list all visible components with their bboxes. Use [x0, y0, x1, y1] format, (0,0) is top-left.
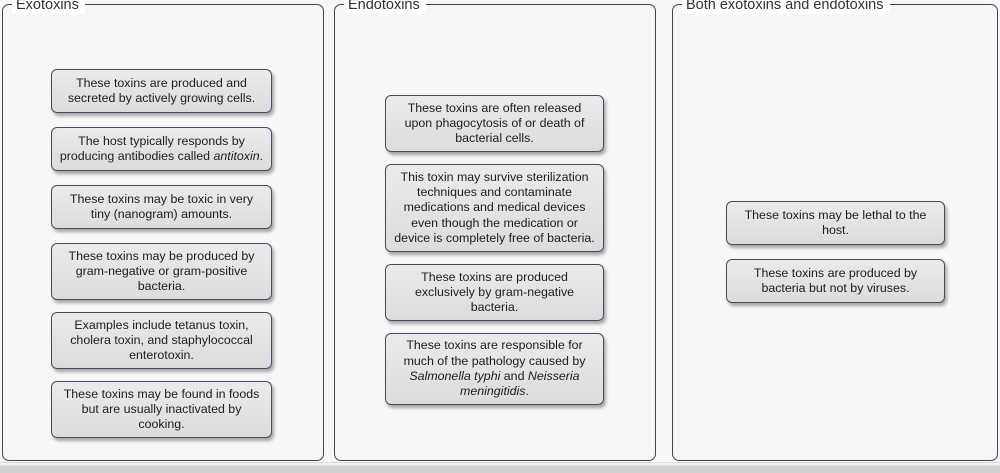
panel-body-endotoxins: These toxins are often released upon pha…: [335, 23, 655, 454]
answer-card-text: These toxins may be toxic in very tiny (…: [69, 191, 254, 221]
panel-title-exotoxins: Exotoxins: [12, 0, 85, 14]
answer-card-text: These toxins are produced by bacteria bu…: [753, 265, 918, 295]
answer-card[interactable]: These toxins may be produced by gram-neg…: [51, 243, 272, 300]
panel-body-exotoxins: These toxins are produced and secreted b…: [3, 23, 323, 454]
answer-card-text: These toxins may be found in foods but a…: [63, 386, 260, 432]
drop-zone-exotoxins[interactable]: Exotoxins These toxins are produced and …: [2, 0, 324, 461]
bottom-divider: [0, 462, 1000, 463]
answer-card[interactable]: These toxins are often released upon pha…: [385, 95, 604, 152]
answer-card[interactable]: Examples include tetanus toxin, cholera …: [51, 312, 272, 369]
emphasis-neisseria: Neisseria meningitidis: [460, 369, 580, 399]
panel-body-both: These toxins may be lethal to the host. …: [673, 23, 997, 454]
answer-card-text: These toxins are produced and secreted b…: [67, 75, 256, 105]
answer-card[interactable]: These toxins may be lethal to the host.: [726, 201, 945, 245]
emphasis-salmonella: Salmonella typhi: [409, 369, 501, 383]
answer-card[interactable]: These toxins are responsible for much of…: [385, 333, 604, 405]
panel-title-both: Both exotoxins and endotoxins: [682, 0, 890, 14]
answer-card[interactable]: The host typically responds by producing…: [51, 127, 272, 171]
window-bottom-bar: [0, 462, 1000, 473]
answer-card-text: These toxins are often released upon pha…: [404, 100, 585, 146]
drop-zone-endotoxins[interactable]: Endotoxins These toxins are often releas…: [334, 0, 656, 461]
drop-zone-both[interactable]: Both exotoxins and endotoxins These toxi…: [672, 0, 998, 461]
answer-card-text: These toxins are produced exclusively by…: [414, 269, 575, 315]
answer-card[interactable]: These toxins are produced exclusively by…: [385, 264, 604, 321]
emphasis-antitoxin: antitoxin: [213, 149, 260, 163]
answer-card-text: Examples include tetanus toxin, cholera …: [70, 317, 253, 363]
answer-card-text: These toxins may be lethal to the host.: [744, 207, 927, 237]
answer-card-text: This toxin may survive sterilization tec…: [394, 169, 595, 245]
answer-card[interactable]: These toxins may be toxic in very tiny (…: [51, 185, 272, 229]
answer-card[interactable]: These toxins are produced and secreted b…: [51, 69, 272, 113]
answer-card[interactable]: These toxins are produced by bacteria bu…: [726, 259, 945, 303]
answer-card[interactable]: This toxin may survive sterilization tec…: [385, 164, 604, 252]
answer-card-text: The host typically responds by producing…: [59, 133, 264, 163]
answer-card[interactable]: These toxins may be found in foods but a…: [51, 381, 272, 438]
answer-card-text: These toxins may be produced by gram-neg…: [68, 248, 255, 294]
panel-title-endotoxins: Endotoxins: [344, 0, 426, 14]
answer-card-text: These toxins are responsible for much of…: [403, 338, 586, 399]
